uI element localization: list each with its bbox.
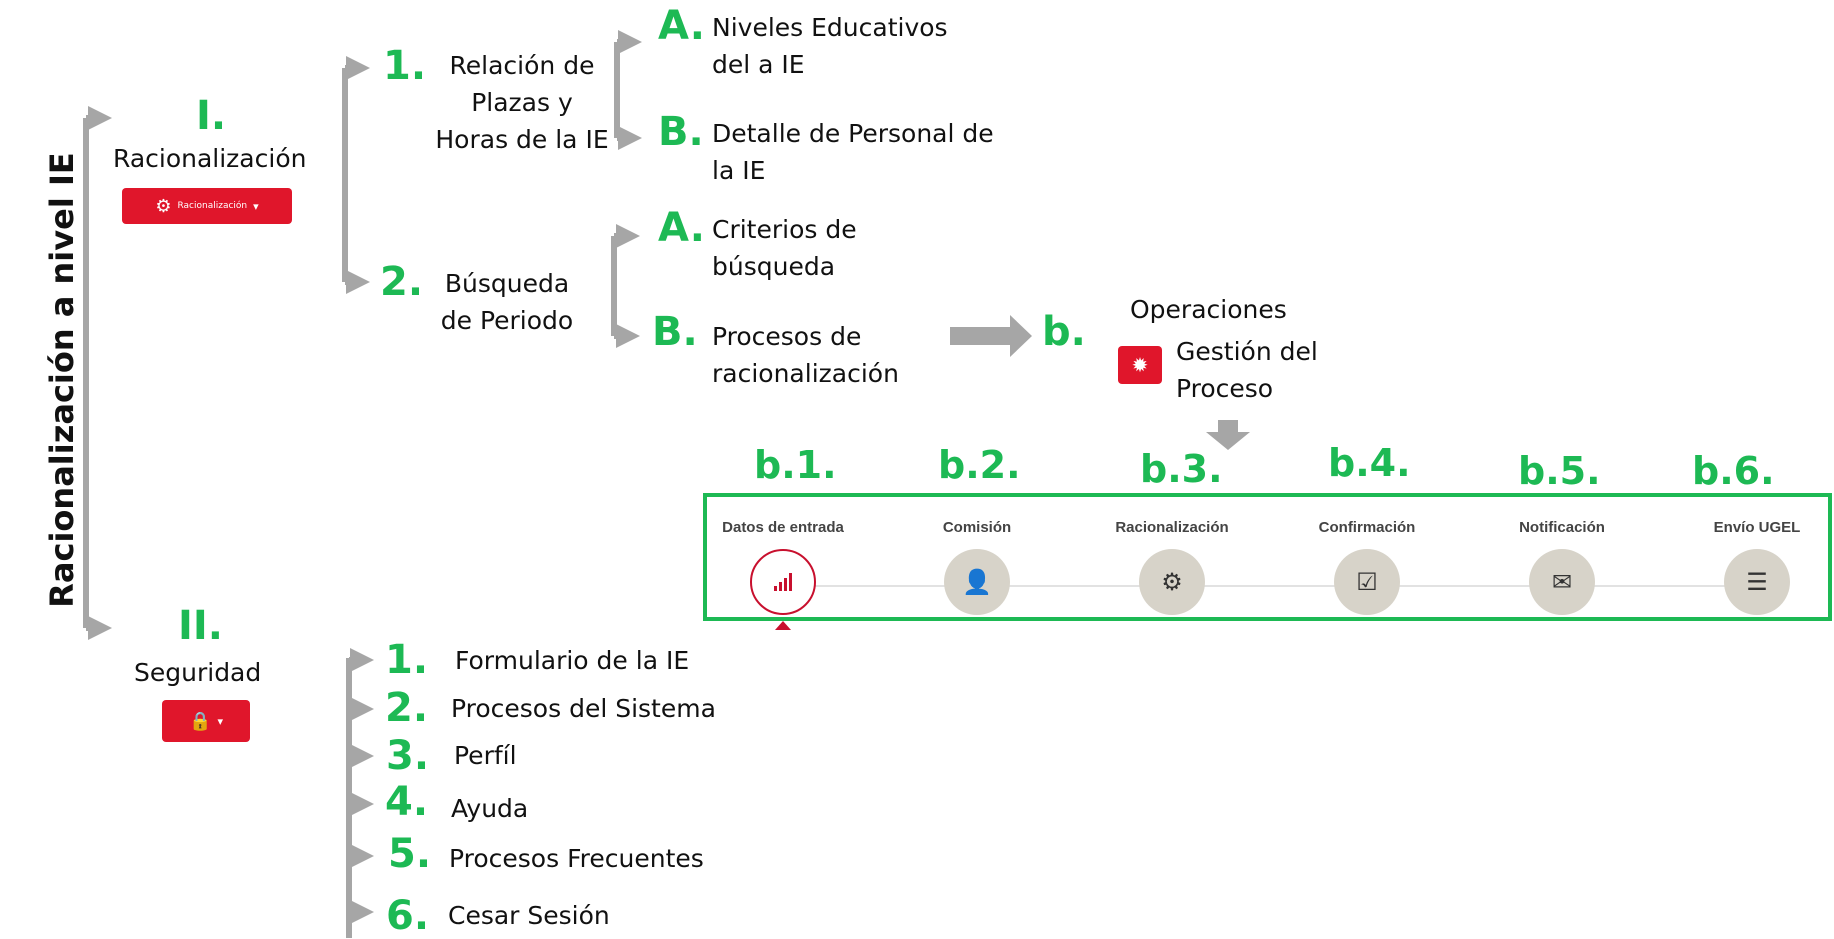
item-1-label: Relación de Plazas y Horas de la IE <box>435 51 609 154</box>
gestion-proceso-button[interactable]: ✹ <box>1118 346 1162 384</box>
gear-icon: ⚙ <box>1139 549 1205 615</box>
operations-title: Operaciones <box>1130 295 1287 324</box>
wizard-step-racionalizacion[interactable]: Racionalización ⚙ <box>1102 497 1242 621</box>
step-label: Comisión <box>942 519 1012 536</box>
security-item-5-marker: 5. <box>388 831 432 877</box>
security-item-6-label: Cesar Sesión <box>448 901 610 930</box>
branch-1-marker: I. <box>196 93 227 139</box>
branch-2-label: Seguridad <box>134 658 262 687</box>
gestion-proceso-label: Gestión del Proceso <box>1176 337 1318 403</box>
item-1-marker: 1. <box>383 43 427 89</box>
step-2-marker: b.2. <box>938 443 1021 487</box>
item-1a-marker: A. <box>658 3 705 49</box>
user-icon: 👤 <box>944 549 1010 615</box>
step-label: Notificación <box>1519 519 1605 536</box>
envelope-icon: ✉ <box>1529 549 1595 615</box>
gears-icon: ⚙ <box>155 195 172 217</box>
item-2a-marker: A. <box>658 205 705 251</box>
step-label: Racionalización <box>1115 519 1229 536</box>
item-2a-label: Criterios de búsqueda <box>712 215 857 281</box>
step-1-marker: b.1. <box>754 443 837 487</box>
signal-bars-icon <box>750 549 816 615</box>
chevron-down-icon: ▾ <box>217 714 223 728</box>
wizard-track <box>787 585 1748 587</box>
title-text: Racionalización a nivel IE <box>43 152 81 608</box>
item-1a-label: Niveles Educativos del a IE <box>712 13 948 79</box>
step-label: Confirmación <box>1318 519 1416 536</box>
step-label: Datos de entrada <box>722 519 844 536</box>
wizard-step-comision[interactable]: Comisión 👤 <box>907 497 1047 621</box>
process-wizard: Datos de entrada Comisión 👤 Racionalizac… <box>703 493 1832 630</box>
racionalizacion-button-label: Racionalización <box>177 201 248 211</box>
step-5-marker: b.5. <box>1518 449 1601 493</box>
security-item-3-label: Perfíl <box>454 741 517 770</box>
racionalizacion-menu-button[interactable]: ⚙ Racionalización ▾ <box>122 188 292 224</box>
security-item-6-marker: 6. <box>386 893 430 939</box>
chevron-down-icon: ▾ <box>253 199 259 213</box>
wizard-step-envio-ugel[interactable]: Envío UGEL ☰ <box>1687 497 1827 621</box>
item-2-marker: 2. <box>380 259 424 305</box>
security-item-2-label: Procesos del Sistema <box>451 694 716 723</box>
lock-icon: 🔒 <box>189 710 212 732</box>
branch-1-label: Racionalización <box>113 144 307 173</box>
wizard-step-notificacion[interactable]: Notificación ✉ <box>1492 497 1632 621</box>
active-step-pointer <box>775 621 791 630</box>
security-item-1-marker: 1. <box>385 637 429 683</box>
security-item-4-label: Ayuda <box>451 794 529 823</box>
security-item-4-marker: 4. <box>385 779 429 825</box>
security-item-2-marker: 2. <box>385 685 429 731</box>
step-label: Envío UGEL <box>1713 519 1801 536</box>
item-2b-marker: B. <box>652 309 698 355</box>
security-item-5-label: Procesos Frecuentes <box>449 844 704 873</box>
item-2b-label: Procesos de racionalización <box>712 322 899 388</box>
step-6-marker: b.6. <box>1692 449 1775 493</box>
check-box-icon: ☑ <box>1334 549 1400 615</box>
item-1b-label: Detalle de Personal de la IE <box>712 119 994 185</box>
step-3-marker: b.3. <box>1140 447 1223 491</box>
security-item-3-marker: 3. <box>386 733 430 779</box>
gear-icon: ✹ <box>1131 353 1149 377</box>
step-4-marker: b.4. <box>1328 441 1411 485</box>
wizard-step-confirmacion[interactable]: Confirmación ☑ <box>1297 497 1437 621</box>
list-icon: ☰ <box>1724 549 1790 615</box>
security-item-1-label: Formulario de la IE <box>455 646 690 675</box>
operations-marker: b. <box>1042 309 1086 355</box>
seguridad-menu-button[interactable]: 🔒 ▾ <box>162 700 250 742</box>
wizard-step-datos-entrada[interactable]: Datos de entrada <box>713 497 853 630</box>
branch-2-marker: II. <box>178 603 223 649</box>
item-1b-marker: B. <box>658 109 704 155</box>
item-2-label: Búsqueda de Periodo <box>440 269 574 335</box>
